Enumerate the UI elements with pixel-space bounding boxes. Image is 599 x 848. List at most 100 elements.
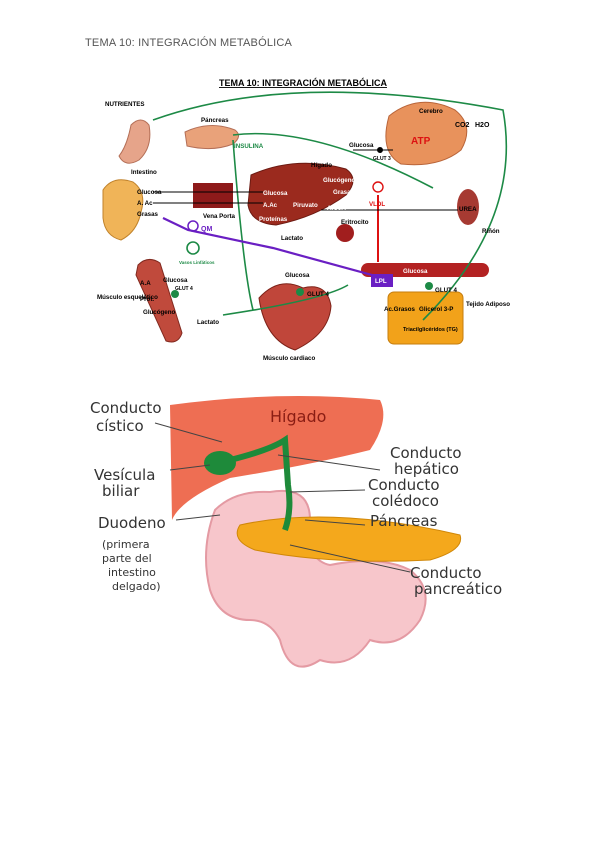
label-aa-musc: A.A — [140, 280, 151, 287]
erythrocyte-shape — [336, 224, 354, 242]
metabolic-integration-diagram: TEMA 10: INTEGRACIÓN METABÓLICA NUTRIENT… — [93, 70, 513, 366]
label-acetilcoa: A.CoA — [327, 205, 346, 212]
pancreas-organ — [236, 516, 462, 562]
label-duodeno: Duodeno — [98, 514, 166, 532]
label-insulina: INSULINA — [234, 143, 264, 150]
label-tejido-adiposo: Tejido Adiposo — [466, 301, 510, 308]
label-conducto-hepatico-2: hepático — [394, 460, 459, 478]
lymph-marker — [186, 241, 200, 255]
pancreas-shape — [184, 125, 239, 150]
figure1-title: TEMA 10: INTEGRACIÓN METABÓLICA — [219, 77, 387, 88]
vldl-inhibit-icon — [372, 181, 384, 193]
glut4-muscle-marker — [171, 290, 179, 298]
label-h2o: H2O — [475, 122, 490, 129]
intestine-shape — [102, 179, 144, 241]
label-conducto-cistico-2: cístico — [96, 417, 144, 435]
label-vena-porta: Vena Porta — [203, 213, 236, 220]
insulin-arrow-3 — [152, 91, 508, 321]
label-cerebro: Cerebro — [419, 108, 443, 115]
label-coledoco-2: colédoco — [372, 492, 439, 510]
pointer-coledoco — [289, 489, 366, 493]
label-duodeno-note-1: (primera — [102, 538, 150, 551]
label-glucosa-adip: Glucosa — [403, 268, 428, 275]
label-glut3: GLUT 3 — [373, 156, 391, 162]
label-aac-int: A. Ac — [137, 200, 153, 207]
lpl-box — [371, 274, 393, 287]
label-musculo-esq: Músculo esquelético — [97, 294, 158, 301]
label-conducto-hepatico-1: Conducto — [390, 444, 462, 462]
label-co2: CO2 — [455, 122, 470, 129]
label-higado-2: Hígado — [270, 407, 326, 426]
label-vesicula-2: biliar — [102, 482, 140, 500]
pointer-hepatico — [277, 454, 381, 471]
label-glut4-musc: GLUT 4 — [175, 286, 193, 292]
label-duodeno-note-2: parte del — [102, 552, 152, 565]
label-vasos-linfaticos: Vasos Linfáticos — [179, 260, 215, 265]
label-glucosa-musc: Glucosa — [163, 277, 188, 284]
label-glucosa-int: Glucosa — [137, 189, 162, 196]
label-aac-hig: A.Ac — [263, 202, 278, 209]
label-proteinas: Proteínas — [259, 216, 288, 223]
qm-marker — [187, 220, 199, 232]
stomach-shape — [118, 119, 151, 164]
label-pancreas: Páncreas — [201, 117, 229, 124]
label-lactato-hig: Lactato — [281, 235, 303, 242]
label-prot-musc: Prot. — [140, 296, 154, 303]
label-lactato-musc: Lactato — [197, 319, 219, 326]
label-piruvato: Piruvato — [293, 202, 318, 209]
label-qm: QM — [201, 226, 212, 233]
pointer-pancreatico — [289, 544, 411, 573]
liver-shape — [247, 162, 354, 226]
label-duodeno-note-3: intestino — [108, 566, 156, 579]
label-pancreatico-1: Conducto — [410, 564, 482, 582]
skeletal-muscle-shape — [135, 259, 183, 343]
insulin-arrow-1 — [232, 132, 434, 189]
glut4-adipose-marker — [425, 282, 433, 290]
label-urea: UREA — [459, 206, 477, 213]
vena-porta-vessel — [193, 183, 233, 208]
brain-shape — [385, 101, 468, 166]
label-vldl: VLDL — [369, 201, 385, 208]
insulin-arrow-4 — [222, 284, 349, 316]
label-nutrientes: NUTRIENTES — [105, 101, 145, 108]
label-grasa: Grasa — [333, 189, 351, 196]
label-tag: Triacilglicéridos (TG) — [403, 327, 458, 333]
page-header: TEMA 10: INTEGRACIÓN METABÓLICA — [85, 37, 293, 49]
pointer-pancreas — [304, 519, 366, 526]
label-conducto-cistico-1: Conducto — [90, 399, 162, 417]
label-glucogeno: Glucógeno — [323, 177, 356, 184]
insulin-arrow-2 — [232, 139, 254, 311]
label-ac-grasos: Ac.Grasos — [384, 306, 416, 313]
label-glut4-adip: GLUT 4 — [435, 287, 458, 294]
label-glut4-card: GLUT 4 — [307, 291, 330, 298]
label-pancreas-2: Páncreas — [370, 512, 438, 530]
label-glucosa-cerebro: Glucosa — [349, 142, 374, 149]
glut3-marker — [377, 147, 383, 153]
chylomicron-path — [162, 217, 384, 280]
label-lpl: LPL — [375, 278, 387, 285]
label-glucosa-hig: Glucosa — [263, 190, 288, 197]
pointer-vesicula — [169, 464, 211, 471]
label-grasas-int: Grasas — [137, 211, 159, 218]
label-duodeno-note-4: delgado) — [112, 580, 161, 593]
glut4-heart-marker — [296, 288, 304, 296]
kidney-shape — [457, 189, 479, 225]
pointer-duodeno — [175, 514, 221, 521]
bile-ducts — [229, 434, 293, 531]
label-higado: Hígado — [311, 162, 332, 169]
label-glicerol: Glicerol 3-P — [419, 306, 453, 313]
gallbladder-organ — [204, 451, 236, 475]
label-glucosa-card: Glucosa — [285, 272, 310, 279]
label-glucogeno-musc: Glucógeno — [143, 309, 176, 316]
label-musculo-cardiaco: Músculo cardiaco — [263, 355, 315, 362]
label-coledoco-1: Conducto — [368, 476, 440, 494]
pointer-cistico — [154, 422, 223, 443]
blood-vessel-right — [361, 263, 489, 277]
label-atp: ATP — [411, 136, 431, 147]
label-eritrocito: Eritrocito — [341, 219, 369, 226]
label-rinon: Riñón — [482, 228, 500, 235]
label-intestino: Intestino — [131, 169, 157, 176]
label-pancreatico-2: pancreático — [414, 580, 502, 598]
label-vesicula-1: Vesícula — [94, 466, 155, 484]
liver-organ — [170, 396, 384, 520]
